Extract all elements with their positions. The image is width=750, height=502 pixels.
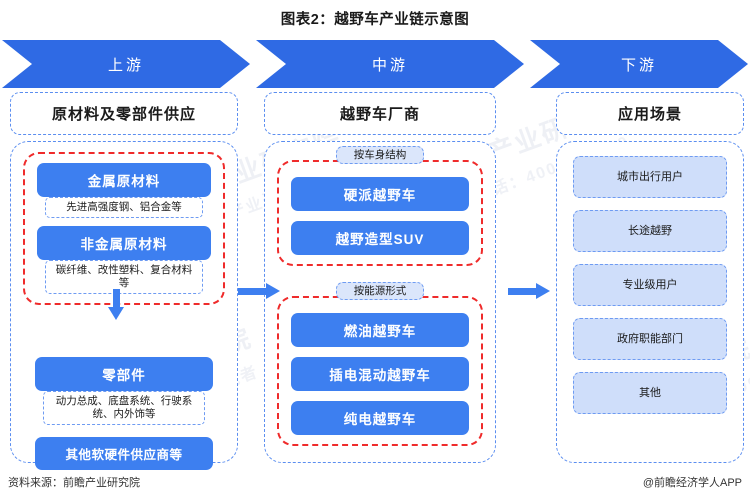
downstream-column: 应用场景 城市出行用户 长途越野 专业级用户 政府职能部门 其他 xyxy=(556,92,744,463)
downstream-item-urban-users[interactable]: 城市出行用户 xyxy=(573,156,727,198)
upstream-detail-metal: 先进高强度钢、铝合金等 xyxy=(45,197,203,218)
midstream-item-phev-offroad[interactable]: 插电混动越野车 xyxy=(291,357,469,391)
stage-label-midstream: 中游 xyxy=(371,56,408,74)
midstream-column: 越野车厂商 按车身结构 硬派越野车 越野造型SUV 按能源形式 燃油越野车 插电… xyxy=(264,92,496,463)
upstream-detail-nonmetal: 碳纤维、改性塑料、复合材料等 xyxy=(45,260,203,294)
source-note: 资料来源：前瞻产业研究院 xyxy=(8,477,140,489)
stage-chevron-downstream: 下游 xyxy=(530,40,748,88)
midstream-item-offroad-suv[interactable]: 越野造型SUV xyxy=(291,221,469,255)
upstream-item-metal[interactable]: 金属原材料 xyxy=(37,163,211,197)
midstream-body: 按车身结构 硬派越野车 越野造型SUV 按能源形式 燃油越野车 插电混动越野车 … xyxy=(264,141,496,463)
brand-note: @前瞻经济学人APP xyxy=(642,477,742,489)
upstream-item-nonmetal[interactable]: 非金属原材料 xyxy=(37,226,211,260)
upstream-body: 金属原材料 先进高强度钢、铝合金等 非金属原材料 碳纤维、改性塑料、复合材料等 … xyxy=(10,141,238,470)
stage-chevron-upstream: 上游 xyxy=(2,40,250,88)
upstream-item-parts[interactable]: 零部件 xyxy=(35,357,213,391)
midstream-group-body-structure: 按车身结构 硬派越野车 越野造型SUV xyxy=(277,146,483,266)
midstream-title: 越野车厂商 xyxy=(264,92,496,135)
midstream-badge-energy-type: 按能源形式 xyxy=(336,282,424,300)
stage-label-upstream: 上游 xyxy=(107,56,144,74)
page-title: 图表2：越野车产业链示意图 xyxy=(280,12,470,28)
downstream-item-other[interactable]: 其他 xyxy=(573,372,727,414)
midstream-item-fuel-offroad[interactable]: 燃油越野车 xyxy=(291,313,469,347)
right-arrow-icon-upstream-to-midstream xyxy=(238,283,282,300)
downstream-body: 城市出行用户 长途越野 专业级用户 政府职能部门 其他 xyxy=(556,141,744,463)
stage-label-downstream: 下游 xyxy=(620,56,657,74)
upstream-detail-parts: 动力总成、底盘系统、行驶系统、内外饰等 xyxy=(43,391,205,425)
upstream-material-group: 金属原材料 先进高强度钢、铝合金等 非金属原材料 碳纤维、改性塑料、复合材料等 xyxy=(23,152,225,305)
downstream-title: 应用场景 xyxy=(556,92,744,135)
midstream-item-bev-offroad[interactable]: 纯电越野车 xyxy=(291,401,469,435)
downstream-item-professional-users[interactable]: 专业级用户 xyxy=(573,264,727,306)
downstream-item-long-distance[interactable]: 长途越野 xyxy=(573,210,727,252)
downstream-item-government[interactable]: 政府职能部门 xyxy=(573,318,727,360)
upstream-title: 原材料及零部件供应 xyxy=(10,92,238,135)
midstream-group-energy-type: 按能源形式 燃油越野车 插电混动越野车 纯电越野车 xyxy=(277,282,483,446)
stage-chevron-midstream: 中游 xyxy=(256,40,524,88)
midstream-badge-body-structure: 按车身结构 xyxy=(336,146,424,164)
upstream-column: 原材料及零部件供应 金属原材料 先进高强度钢、铝合金等 非金属原材料 碳纤维、改… xyxy=(10,92,238,470)
midstream-item-hardcore-offroad[interactable]: 硬派越野车 xyxy=(291,177,469,211)
right-arrow-icon-midstream-to-downstream xyxy=(508,283,552,300)
upstream-item-other[interactable]: 其他软硬件供应商等 xyxy=(35,437,213,470)
